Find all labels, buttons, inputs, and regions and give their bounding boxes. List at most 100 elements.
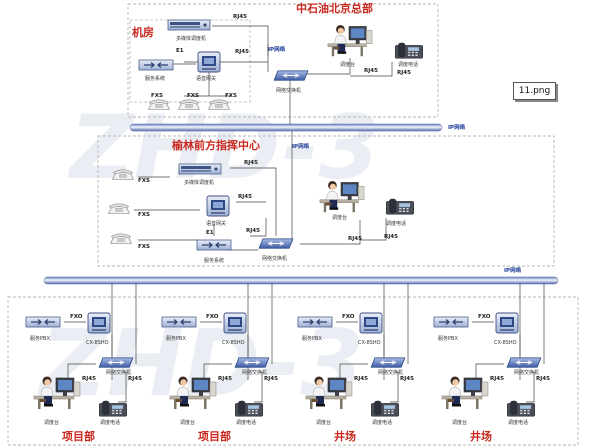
ip-phone-icon bbox=[394, 42, 424, 59]
ip-backbone-pipe bbox=[43, 276, 559, 285]
network-switch-icon bbox=[258, 238, 294, 249]
ip-network-label: IP网络 bbox=[292, 142, 310, 150]
console-label: 调度台 bbox=[316, 419, 331, 426]
phone-icon bbox=[208, 99, 230, 110]
phone-icon bbox=[108, 203, 130, 214]
network-switch-icon bbox=[370, 357, 406, 368]
gateway-device-icon bbox=[223, 312, 247, 334]
operator-icon bbox=[441, 376, 489, 410]
center-section: 榆林前方指挥中心 IP网络 多媒体调度机 RJ45 FXS FXS FXS 语音… bbox=[108, 131, 415, 264]
ip-network-label: IP网络 bbox=[448, 123, 466, 131]
ip-network-label: IP网络 bbox=[268, 45, 286, 53]
pbx-label: 服务PBX bbox=[302, 335, 322, 342]
fxs-label: FXS bbox=[151, 93, 163, 99]
rj45-label: RJ45 bbox=[536, 376, 550, 382]
site-title: 井场 bbox=[470, 429, 492, 443]
hq-region bbox=[127, 3, 439, 118]
server-label: 服务系统 bbox=[145, 75, 165, 82]
fxs-label: FXS bbox=[138, 244, 150, 250]
watermark-text: ZHD-3 bbox=[67, 96, 380, 199]
console-label: 调度台 bbox=[452, 419, 467, 426]
multimedia-dispatcher-icon bbox=[167, 19, 211, 31]
net-switch-label: 网络交换机 bbox=[378, 369, 403, 376]
rj45-label: RJ45 bbox=[128, 376, 142, 382]
rj45-label: RJ45 bbox=[264, 376, 278, 382]
network-switch-icon bbox=[273, 70, 309, 81]
operator-icon bbox=[327, 24, 373, 57]
rj45-label: RJ45 bbox=[246, 228, 260, 234]
ip-backbone-pipe bbox=[129, 123, 443, 132]
site-region bbox=[7, 296, 579, 446]
voice-gateway-icon bbox=[206, 195, 230, 217]
fxo-label: FXO bbox=[478, 314, 491, 320]
gateway-label: 语音网关 bbox=[196, 75, 216, 82]
ip-phone-icon bbox=[506, 400, 536, 417]
pbx-icon bbox=[161, 316, 197, 328]
ip-phone-icon bbox=[370, 400, 400, 417]
fxs-label: FXS bbox=[187, 93, 199, 99]
net-switch-label: 网络交换机 bbox=[514, 369, 539, 376]
dispatcher-label: 多媒体调度机 bbox=[184, 179, 214, 186]
e1-label: E1 bbox=[206, 230, 214, 236]
center-title: 榆林前方指挥中心 bbox=[172, 138, 260, 152]
net-switch-label: 网络交换机 bbox=[262, 255, 287, 262]
phone-icon bbox=[112, 169, 134, 180]
center-links bbox=[134, 131, 387, 251]
phone-icon bbox=[148, 99, 170, 110]
rj45-label: RJ45 bbox=[348, 236, 362, 242]
rj45-label: RJ45 bbox=[397, 70, 411, 76]
phone-label: 调度电话 bbox=[236, 419, 256, 426]
pbx-label: 服务PBX bbox=[166, 335, 186, 342]
phone-label: 调度电话 bbox=[386, 220, 406, 227]
phone-label: 调度电话 bbox=[100, 419, 120, 426]
rj45-label: RJ45 bbox=[82, 376, 96, 382]
rj45-label: RJ45 bbox=[244, 160, 258, 166]
network-switch-icon bbox=[98, 357, 134, 368]
ip-network-label: IP网络 bbox=[504, 266, 522, 274]
pbx-icon bbox=[433, 316, 469, 328]
fxs-label: FXS bbox=[225, 93, 237, 99]
rj45-label: RJ45 bbox=[400, 376, 414, 382]
net-switch-label: 网络交换机 bbox=[242, 369, 267, 376]
console-label: 调度台 bbox=[180, 419, 195, 426]
fxs-label: FXS bbox=[138, 178, 150, 184]
console-label: 调度台 bbox=[332, 214, 347, 221]
server-icon bbox=[196, 239, 232, 251]
rj45-label: RJ45 bbox=[384, 234, 398, 240]
console-label: 调度台 bbox=[44, 419, 59, 426]
rj45-label: RJ45 bbox=[238, 194, 252, 200]
gateway-device-icon bbox=[359, 312, 383, 334]
hq-title: 中石油北京总部 bbox=[296, 1, 373, 15]
voice-gateway-icon bbox=[197, 51, 221, 73]
server-icon bbox=[138, 59, 174, 71]
rj45-label: RJ45 bbox=[235, 49, 249, 55]
ip-phone-icon bbox=[385, 198, 415, 215]
rj45-label: RJ45 bbox=[364, 68, 378, 74]
pbx-label: 服务PBX bbox=[438, 335, 458, 342]
fxo-label: FXO bbox=[70, 314, 83, 320]
rj45-label: RJ45 bbox=[490, 376, 504, 382]
rj45-label: RJ45 bbox=[354, 376, 368, 382]
fxo-label: FXO bbox=[342, 314, 355, 320]
network-switch-icon bbox=[506, 357, 542, 368]
multimedia-dispatcher-icon bbox=[178, 163, 222, 175]
device-label: CX-8SHO bbox=[86, 340, 109, 346]
phone-label: 调度电话 bbox=[372, 419, 392, 426]
rj45-label: RJ45 bbox=[218, 376, 232, 382]
phone-label: 调度电话 bbox=[398, 61, 418, 68]
network-switch-icon bbox=[234, 357, 270, 368]
phone-icon bbox=[110, 233, 132, 244]
rj45-label: RJ45 bbox=[233, 14, 247, 20]
site-title: 项目部 bbox=[198, 429, 231, 443]
site-title: 项目部 bbox=[62, 429, 95, 443]
net-switch-label: 网络交换机 bbox=[276, 87, 301, 94]
gateway-device-icon bbox=[495, 312, 519, 334]
hq-section: 中石油北京总部 机房 多媒体调度机 RJ45 RJ45 E1 IP网络 服务系统… bbox=[132, 1, 424, 124]
center-region bbox=[97, 135, 555, 267]
dispatcher-label: 多媒体调度机 bbox=[176, 35, 206, 42]
gateway-device-icon bbox=[87, 312, 111, 334]
gateway-label: 语音网关 bbox=[206, 220, 226, 227]
